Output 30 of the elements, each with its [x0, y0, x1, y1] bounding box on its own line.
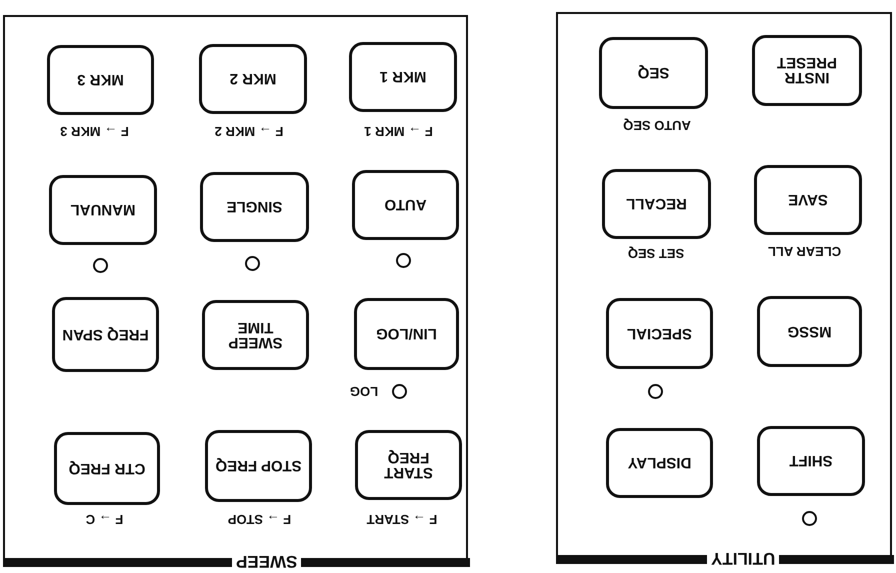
panel-key: SINGLE: [200, 172, 309, 242]
key-caption: F → STOP: [226, 511, 292, 528]
key-caption: F → MKR 3: [59, 123, 130, 140]
panel-key: SHIFT: [757, 426, 865, 496]
indicator-label: LOG: [348, 383, 380, 400]
panel-key: MSSG: [757, 296, 862, 367]
key-caption: F → MKR 1: [363, 123, 434, 140]
panel-key: MANUAL: [49, 175, 157, 245]
panel-key: SWEEP TIME: [202, 300, 309, 370]
panel-key: FREQ SPAN: [52, 297, 159, 372]
panel-key: RECALL: [602, 169, 711, 239]
panel-key: START FREQ: [355, 430, 462, 500]
key-caption: CLEAR ALL: [766, 243, 842, 260]
panel-key: SEQ: [599, 37, 708, 109]
panel-key: CTR FREQ: [54, 432, 160, 505]
panel-key: MKR 2: [199, 44, 307, 114]
panel-key: INSTR PRESET: [752, 35, 862, 106]
key-caption: AUTO SEQ: [622, 117, 692, 134]
panel-key: STOP FREQ: [205, 430, 312, 502]
key-caption: F → MKR 2: [214, 123, 284, 140]
key-caption: F → START: [366, 511, 438, 528]
key-caption: SET SEQ: [626, 245, 686, 262]
panel-key: LIN/LOG: [354, 298, 459, 370]
panel-key: SAVE: [754, 165, 862, 235]
panel-key: MKR 1: [349, 42, 457, 112]
panel-key: DISPLAY: [606, 428, 713, 498]
panel-key: MKR 3: [47, 45, 154, 115]
panel-key: AUTO: [352, 170, 459, 240]
panel-key: SPECIAL: [606, 298, 713, 369]
key-caption: F → C: [84, 511, 124, 528]
